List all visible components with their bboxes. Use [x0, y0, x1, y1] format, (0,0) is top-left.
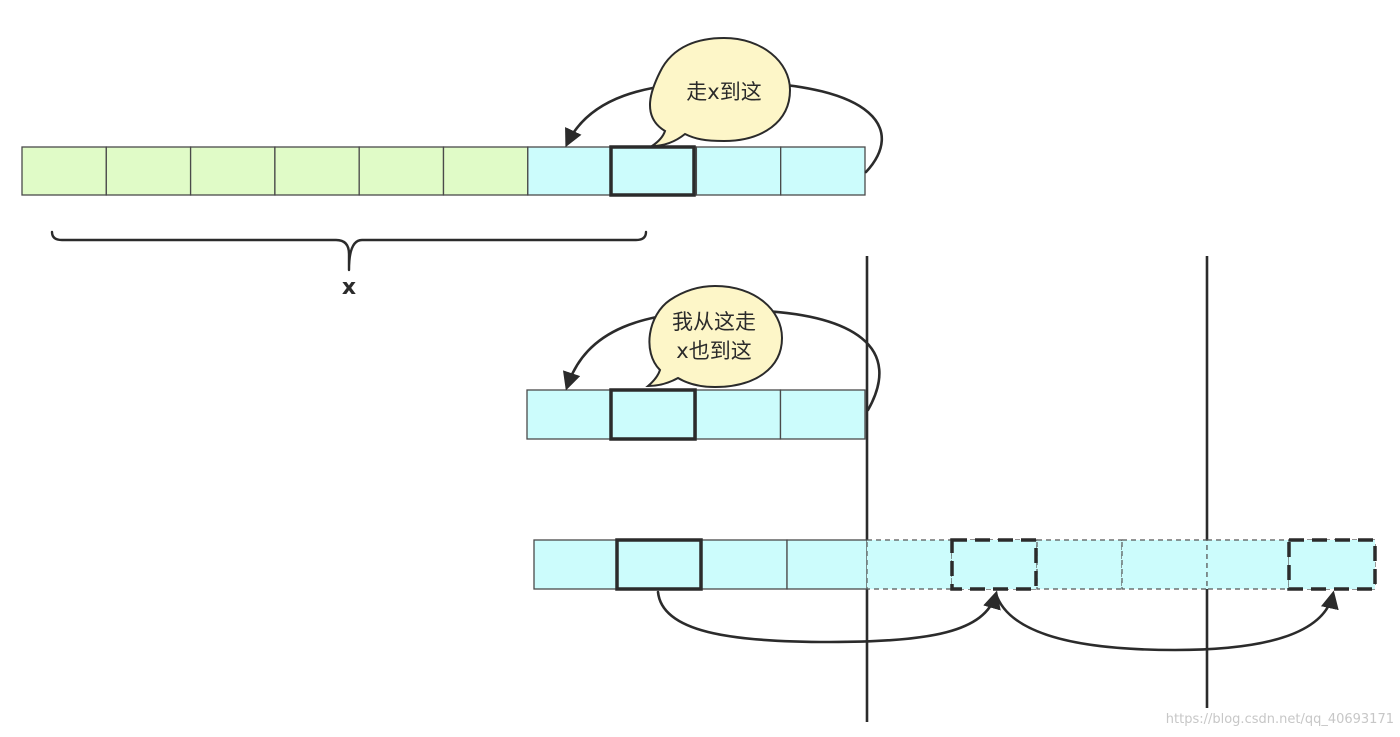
lap-arc-1: [656, 590, 1001, 644]
middle-callout: 我从这走 x也到这: [645, 284, 784, 389]
ghost-cell: [866, 539, 953, 590]
head-cell: [442, 146, 529, 196]
watermark: https://blog.csdn.net/qq_40693171: [1165, 712, 1394, 727]
cycle-cell: [695, 389, 782, 440]
cycle-cell: [700, 539, 788, 590]
top-callout-text: 走x到这: [686, 80, 761, 104]
meeting-cell-highlight-lap1: [950, 538, 1038, 591]
head-cell: [21, 146, 107, 196]
top-callout: 走x到这: [648, 36, 792, 148]
ghost-cell: [1121, 539, 1208, 590]
lap-arc-2: [994, 590, 1339, 652]
head-cell: [105, 146, 192, 196]
cycle-cell: [779, 389, 866, 440]
head-cell: [189, 146, 276, 196]
meeting-cell-highlight: [609, 145, 696, 197]
middle-row: [526, 388, 866, 441]
ghost-cell: [1206, 539, 1290, 590]
head-cell: [358, 146, 445, 196]
head-cell: [274, 146, 360, 196]
cycle-cell: [527, 146, 613, 196]
meeting-cell-highlight: [609, 388, 697, 441]
meeting-cell-highlight-lap2: [1287, 538, 1377, 591]
cycle-cell: [533, 539, 619, 590]
bottom-row: [533, 538, 1377, 591]
meeting-cell-highlight: [615, 538, 703, 591]
cycle-cell: [780, 146, 866, 196]
middle-callout-text-line2: x也到这: [676, 339, 751, 363]
ghost-cell: [1036, 539, 1123, 590]
brace-label: x: [342, 275, 356, 300]
cycle-cell: [786, 539, 868, 590]
top-row: [21, 145, 866, 197]
middle-callout-text-line1: 我从这走: [672, 310, 756, 334]
cycle-cell: [695, 146, 782, 196]
cycle-cell: [526, 389, 613, 440]
x-length-brace: x: [50, 230, 648, 300]
